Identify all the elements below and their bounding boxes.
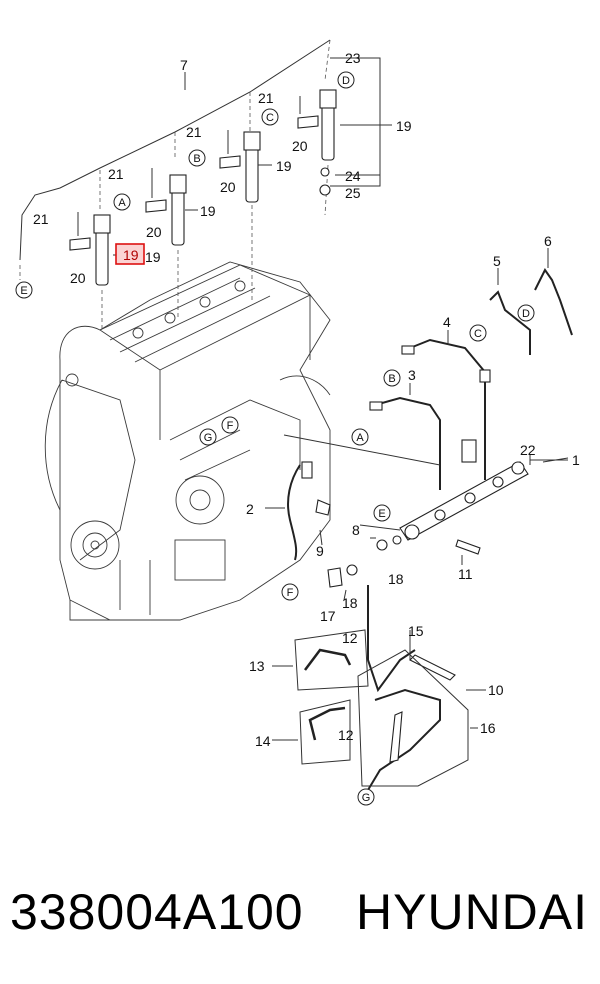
- callout-brackets: [113, 57, 568, 465]
- brand-name: HYUNDAI: [356, 884, 589, 940]
- callout-19-b: 19: [276, 158, 292, 174]
- callout-5: 5: [493, 253, 501, 269]
- callout-21-c: 21: [108, 166, 124, 182]
- ref-D-2: D: [517, 304, 535, 322]
- ref-D-1: D: [337, 71, 355, 89]
- ref-A-2: A: [351, 428, 369, 446]
- svg-text:G: G: [204, 432, 213, 444]
- common-rail: [315, 439, 529, 588]
- ref-F-1: F: [221, 416, 239, 434]
- callout-20-a: 20: [292, 138, 308, 154]
- callout-13: 13: [249, 658, 265, 674]
- callout-21-a: 21: [258, 90, 274, 106]
- callout-2: 2: [246, 501, 254, 517]
- ref-A-1: A: [113, 193, 131, 211]
- callout-19-c: 19: [200, 203, 216, 219]
- svg-text:F: F: [287, 587, 294, 599]
- fuel-pipes: [287, 268, 573, 561]
- ref-C-2: C: [469, 324, 487, 342]
- svg-text:A: A: [356, 432, 364, 444]
- highlight-label: 19: [123, 247, 139, 263]
- callout-7: 7: [180, 57, 188, 73]
- fuel-return-hose: [19, 39, 331, 261]
- ref-B-2: B: [383, 369, 401, 387]
- callout-8: 8: [352, 522, 360, 538]
- engine-block: [44, 261, 331, 621]
- ref-E-1: E: [15, 281, 33, 299]
- ref-G-1: G: [199, 428, 217, 446]
- svg-text:G: G: [362, 792, 371, 804]
- callout-19-d: 19: [145, 249, 161, 265]
- callout-24: 24: [345, 168, 361, 184]
- callout-numbers: 1 2 3 4 5 6 7 8 9 10 11 12 12 13 14 15 1…: [33, 50, 580, 749]
- callout-16: 16: [480, 720, 496, 736]
- ref-E-2: E: [373, 504, 391, 522]
- svg-text:C: C: [474, 328, 482, 340]
- callout-17: 17: [320, 608, 336, 624]
- svg-text:E: E: [20, 285, 27, 297]
- callout-3: 3: [408, 367, 416, 383]
- callout-10: 10: [488, 682, 504, 698]
- callout-21-b: 21: [186, 124, 202, 140]
- svg-text:D: D: [342, 75, 350, 87]
- callout-18-b: 18: [342, 595, 358, 611]
- caption-bar: 338004A100 HYUNDAI: [0, 872, 600, 952]
- injector-3: [243, 131, 261, 203]
- svg-text:B: B: [193, 153, 200, 165]
- callout-25: 25: [345, 185, 361, 201]
- callout-14: 14: [255, 733, 271, 749]
- callout-12-a: 12: [342, 630, 358, 646]
- fuel-system-exploded-diagram: 1 2 3 4 5 6 7 8 9 10 11 12 12 13 14 15 1…: [15, 39, 580, 806]
- highlighted-part-marker[interactable]: 19: [115, 243, 145, 265]
- clamps-and-bolts: [69, 96, 331, 251]
- callout-1: 1: [572, 452, 580, 468]
- svg-text:A: A: [118, 197, 126, 209]
- callout-20-c: 20: [146, 224, 162, 240]
- callout-22: 22: [520, 442, 536, 458]
- callout-21-d: 21: [33, 211, 49, 227]
- callout-23: 23: [345, 50, 361, 66]
- ref-G-2: G: [357, 788, 375, 806]
- callout-12-b: 12: [338, 727, 354, 743]
- reference-letters: A A B B C C D D E E F F G G: [15, 71, 535, 806]
- svg-text:F: F: [227, 420, 234, 432]
- injector-1: [93, 214, 111, 286]
- callout-20-b: 20: [220, 179, 236, 195]
- injector-4: [319, 89, 337, 161]
- injector-2: [169, 174, 187, 246]
- callout-9: 9: [316, 543, 324, 559]
- callout-20-d: 20: [70, 270, 86, 286]
- callout-11: 11: [458, 566, 473, 582]
- callout-15: 15: [408, 623, 424, 639]
- ref-C-1: C: [261, 108, 279, 126]
- svg-text:D: D: [522, 308, 530, 320]
- callout-19-a: 19: [396, 118, 412, 134]
- part-number: 338004A100: [10, 884, 304, 940]
- return-hoses: [294, 585, 469, 791]
- svg-text:B: B: [388, 373, 395, 385]
- callout-4: 4: [443, 314, 451, 330]
- callout-6: 6: [544, 233, 552, 249]
- callout-18-a: 18: [388, 571, 404, 587]
- callout-leaders: [265, 248, 569, 741]
- ref-F-2: F: [281, 583, 299, 601]
- svg-text:C: C: [266, 112, 274, 124]
- ref-B-1: B: [188, 149, 206, 167]
- svg-text:E: E: [378, 508, 385, 520]
